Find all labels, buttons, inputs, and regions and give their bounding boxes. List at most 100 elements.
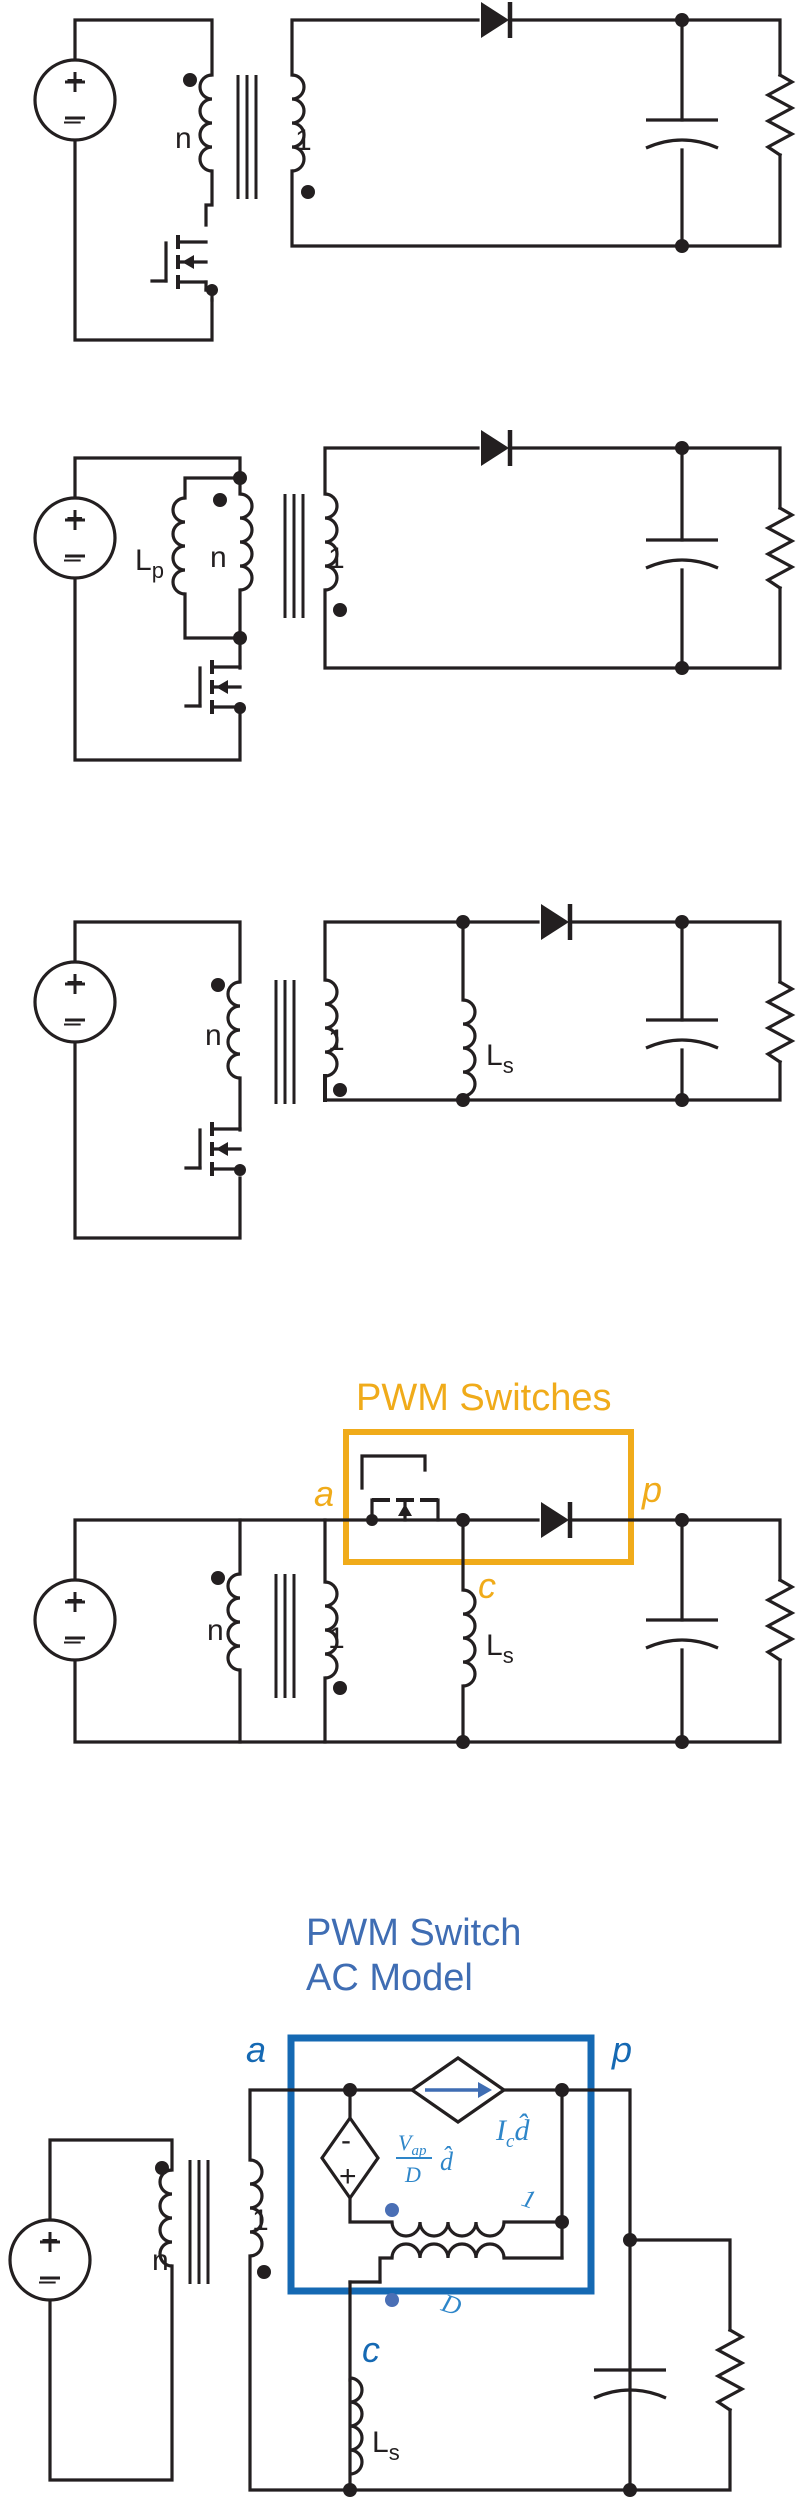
- polarity-dot: [333, 603, 347, 617]
- polarity-dot: [211, 1571, 225, 1585]
- secondary-leakage-ls: [461, 998, 477, 1098]
- transformer-core-2: [283, 492, 305, 620]
- node-p-label: p: [611, 2029, 632, 2070]
- junction-dot: [233, 631, 247, 645]
- polarity-dot: [211, 978, 225, 992]
- ls-subscript: s: [503, 1053, 514, 1078]
- ls-label: Ls: [372, 2426, 400, 2465]
- winding-1-label: 1: [518, 2183, 539, 2215]
- lp-subscript: p: [152, 558, 164, 583]
- lp-main: L: [135, 544, 152, 577]
- load-resistor-3: [766, 980, 794, 1064]
- load-resistor-1: [766, 73, 794, 157]
- transformer-core-4: [274, 1572, 296, 1700]
- pwm-switches-title: PWM Switches: [356, 1377, 611, 1419]
- panel-4-pwm-switches: PWM Switches a p c n 1 Ls: [33, 1377, 794, 1749]
- minus-sign: –: [39, 2264, 56, 2297]
- ls-main: L: [486, 1039, 503, 1072]
- polarity-dot: [257, 2265, 271, 2279]
- ic-term: Icd̂: [495, 2113, 530, 2152]
- junction-dot: [675, 1093, 689, 1107]
- mosfet-1: [150, 233, 208, 291]
- junction-dot: [675, 1513, 689, 1527]
- ls-subscript: s: [503, 1643, 514, 1668]
- junction-dot: [675, 915, 689, 929]
- vap-numerator: Vap: [398, 2130, 427, 2159]
- junction-dot: [675, 661, 689, 675]
- turns-one-label: 1: [252, 2204, 269, 2237]
- mosfet-3: [184, 1120, 242, 1178]
- plus-sign: +: [41, 2224, 59, 2257]
- turns-n-label: n: [207, 1614, 224, 1647]
- plus-sign: +: [66, 1584, 84, 1617]
- primary-coil-3: [226, 980, 242, 1080]
- primary-coil-4: [226, 1572, 242, 1672]
- vap-denominator: D: [404, 2162, 421, 2187]
- diode-1: [481, 2, 510, 38]
- diode-2: [481, 430, 510, 466]
- plus-sign: +: [66, 64, 84, 97]
- junction-dot: [456, 1735, 470, 1749]
- primary-coil-2: [238, 492, 254, 592]
- vap-v: V: [398, 2130, 414, 2155]
- plus-sign: +: [66, 966, 84, 999]
- turns-one-label: 1: [328, 542, 345, 575]
- panel-1-flyback: n 1: [33, 2, 794, 342]
- ac-model-title-line2: AC Model: [306, 1957, 473, 1999]
- panel-5-pwm-ac-model: PWM Switch AC Model a p c n 1 - +: [8, 1912, 744, 2497]
- load-resistor-2: [766, 506, 794, 590]
- ac-model-title-line1: PWM Switch: [306, 1912, 521, 1954]
- minus-sign: –: [64, 1006, 81, 1039]
- output-capacitor-1: [644, 118, 720, 150]
- turns-n-label: n: [152, 2244, 169, 2277]
- node-c-label: c: [478, 1565, 496, 1606]
- panel-2-flyback-magnetizing: Lp n 1: [33, 430, 794, 762]
- magnetizing-inductance-lp: [171, 496, 187, 596]
- source-minus: -: [341, 2124, 351, 2157]
- polarity-dot: [213, 493, 227, 507]
- vap-sub: ap: [411, 2143, 427, 2159]
- output-capacitor-3: [644, 1018, 720, 1050]
- junction-dot: [623, 2233, 637, 2247]
- output-capacitor-4: [644, 1618, 720, 1650]
- ic-i: I: [495, 2114, 508, 2147]
- secondary-leakage-ls-5: [348, 2376, 364, 2476]
- diode-3: [541, 904, 570, 940]
- pwm-switch-box: [343, 1429, 634, 1565]
- lp-label: Lp: [135, 544, 164, 583]
- model-polarity-dot: [385, 2203, 399, 2217]
- node-a-label: a: [314, 1473, 334, 1514]
- ls-main: L: [372, 2426, 389, 2459]
- junction-dot: [456, 915, 470, 929]
- junction-dot: [206, 284, 218, 296]
- output-capacitor-2: [644, 538, 720, 570]
- ic-sub: c: [506, 2131, 515, 2152]
- switch-arrow: [398, 1504, 412, 1516]
- model-winding-1: [390, 2221, 506, 2238]
- turns-one-label: 1: [295, 124, 312, 157]
- diode-4: [541, 1502, 570, 1538]
- turns-one-label: 1: [328, 1024, 345, 1057]
- load-resistor-5: [716, 2328, 744, 2412]
- ls-subscript: s: [389, 2440, 400, 2465]
- junction-dot: [675, 239, 689, 253]
- model-polarity-dot: [385, 2293, 399, 2307]
- junction-dot: [675, 1735, 689, 1749]
- polarity-dot: [333, 1083, 347, 1097]
- junction-dot: [675, 441, 689, 455]
- node-p-label: p: [641, 1469, 662, 1510]
- transformer-core-5: [188, 2158, 210, 2286]
- turns-n-label: n: [175, 122, 192, 155]
- node-c-label: c: [362, 2329, 380, 2370]
- minus-sign: –: [64, 542, 81, 575]
- ic-dhat: d̂: [514, 2113, 530, 2147]
- source-sign-labels: + – + – + – + – + –: [39, 64, 84, 2297]
- ac-model-box: [287, 2034, 595, 2295]
- polarity-dot: [155, 2161, 169, 2175]
- junction-dot: [234, 702, 246, 714]
- ls-main: L: [486, 1629, 503, 1662]
- mosfet-2: [184, 658, 242, 716]
- junction-dot: [233, 471, 247, 485]
- dhat-term: d̂: [440, 2147, 454, 2176]
- polarity-dot: [301, 185, 315, 199]
